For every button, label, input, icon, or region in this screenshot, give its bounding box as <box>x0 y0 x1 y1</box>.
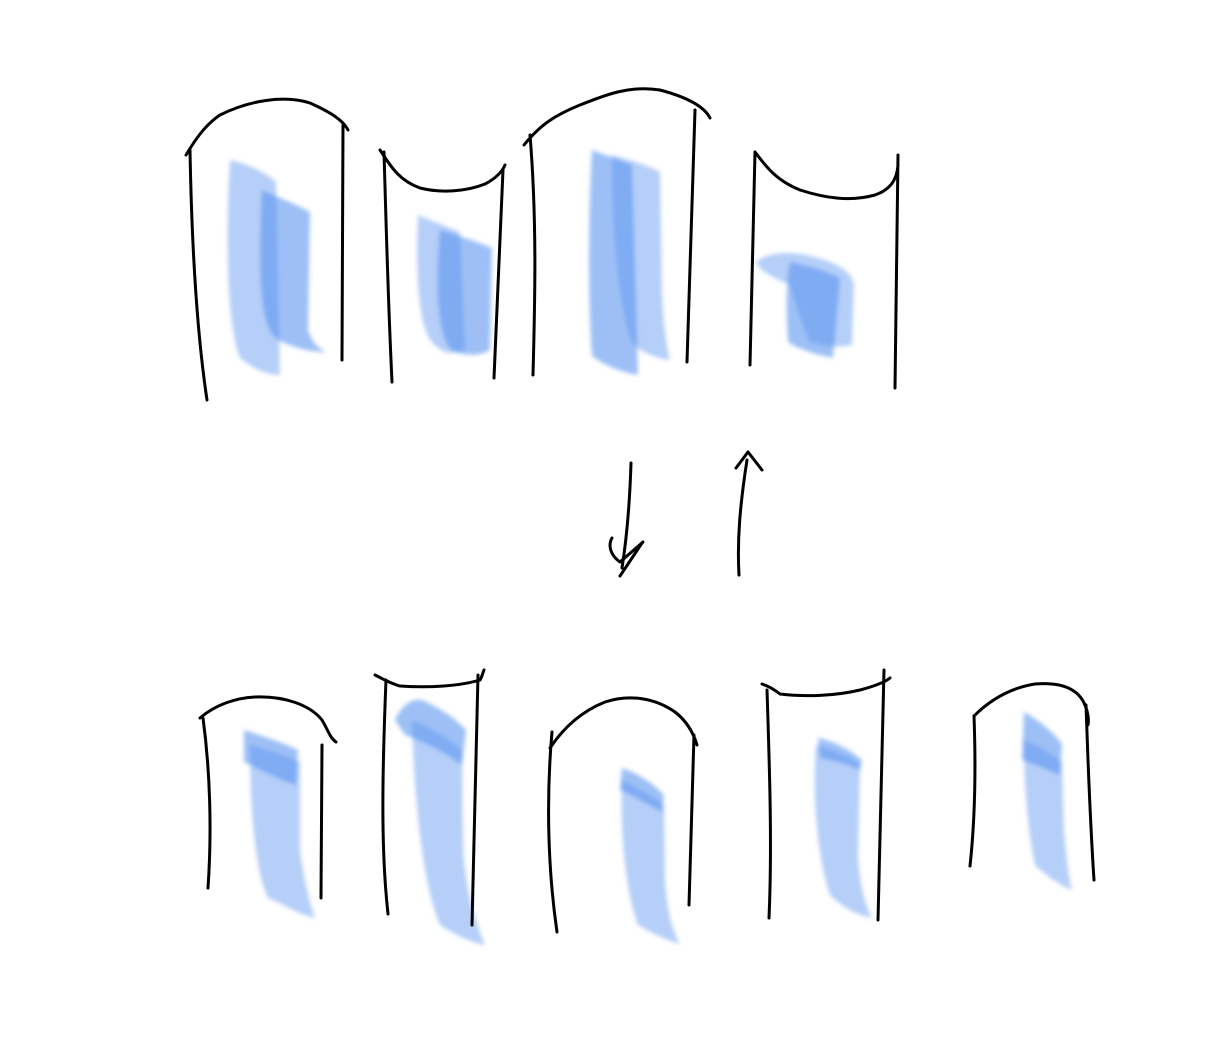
bottom-column-1-outline <box>198 695 338 900</box>
bottom-column-4-outline <box>760 668 892 922</box>
bottom-column-5 <box>968 682 1096 890</box>
top-column-2 <box>378 148 507 384</box>
bottom-column-2-outline <box>373 668 486 927</box>
up-arrow-icon <box>734 450 764 577</box>
top-column-1 <box>184 97 350 402</box>
top-column-1-fill <box>227 160 326 375</box>
bottom-column-1-fill <box>244 730 315 918</box>
bottom-column-5-outline <box>968 682 1096 882</box>
bottom-column-3 <box>547 696 699 944</box>
bottom-column-2 <box>373 668 486 945</box>
top-column-2-outline <box>378 148 507 384</box>
bottom-column-1 <box>198 695 338 918</box>
top-column-3-fill <box>589 150 670 375</box>
top-column-2-fill <box>417 215 492 355</box>
bottom-column-5-fill <box>1022 712 1072 890</box>
down-arrow-icon <box>608 461 645 578</box>
bottom-column-4-fill <box>814 738 872 918</box>
top-column-4-outline <box>748 150 900 390</box>
transition-arrows <box>608 450 764 578</box>
top-column-3 <box>522 87 712 377</box>
top-column-4-fill <box>756 253 854 358</box>
bottom-column-3-outline <box>547 696 699 934</box>
bottom-row <box>198 668 1096 945</box>
bottom-column-4 <box>760 668 892 922</box>
bottom-column-3-fill <box>620 768 680 944</box>
top-column-4 <box>748 150 900 390</box>
top-row <box>184 87 900 402</box>
bottom-column-2-fill <box>395 699 485 945</box>
top-column-3-outline <box>522 87 712 377</box>
top-column-1-outline <box>184 97 350 402</box>
